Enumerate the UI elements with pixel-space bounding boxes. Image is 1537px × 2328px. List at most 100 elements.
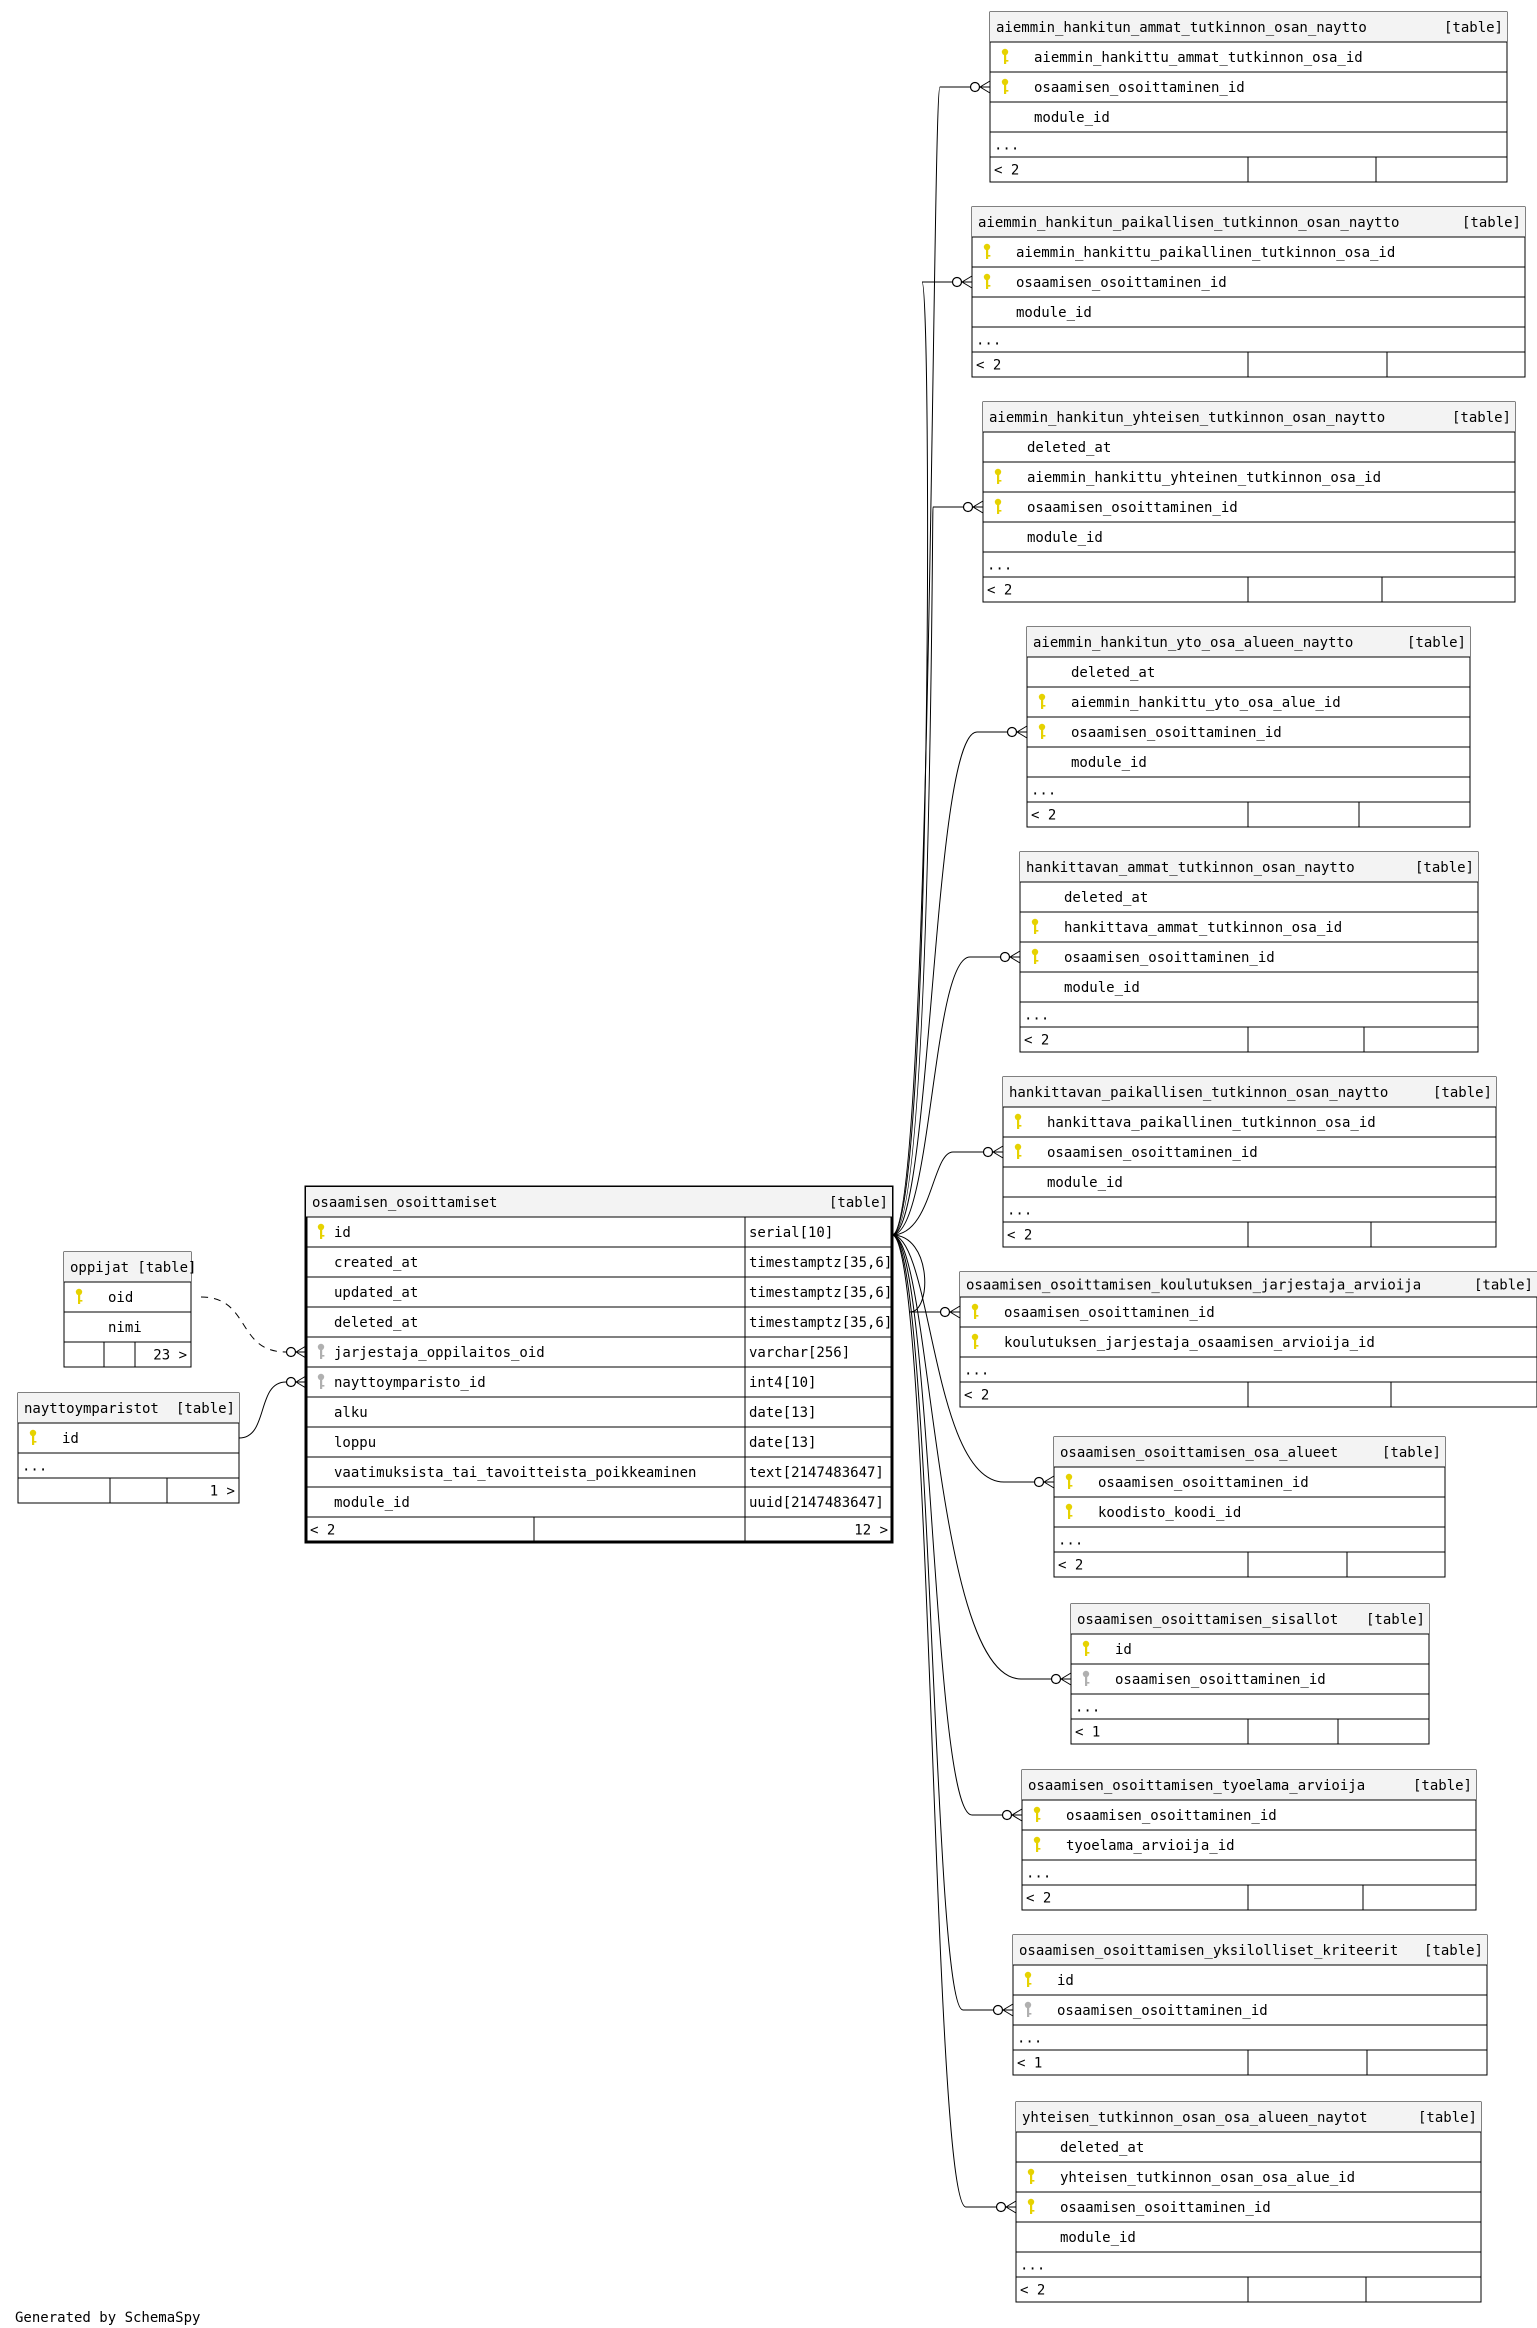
- table-column-row[interactable]: osaamisen_osoittaminen_id: [1033, 1806, 1277, 1824]
- table-column-row[interactable]: deleted_at: [1060, 2140, 1144, 2156]
- relationship-line: [891, 1234, 1051, 1680]
- table-aiemmin_hankitun_yto_osa_alueen_naytto[interactable]: aiemmin_hankitun_yto_osa_alueen_naytto[t…: [1026, 626, 1471, 828]
- table-column-row[interactable]: koulutuksen_jarjestaja_osaamisen_arvioij…: [960, 1326, 1537, 1351]
- table-column-row[interactable]: aiemmin_hankittu_paikallinen_tutkinnon_o…: [983, 243, 1395, 261]
- relationship-line: [891, 86, 970, 1236]
- table-name: osaamisen_osoittamisen_tyoelama_arvioija: [1028, 1778, 1365, 1794]
- zero-or-many-marker: [999, 950, 1021, 964]
- child-count: 1 >: [210, 1484, 235, 1500]
- table-column-row[interactable]: aiemmin_hankittu_ammat_tutkinnon_osa_id: [1001, 48, 1363, 66]
- table-column-row[interactable]: nimi: [64, 1311, 191, 1336]
- primary-key-icon: [1024, 1971, 1032, 1987]
- relationship-line: [891, 1234, 1034, 1483]
- table-type-label: [table]: [1413, 1778, 1472, 1794]
- table-type-label: [table]: [1407, 635, 1466, 651]
- table-yhteisen_tutkinnon_osan_osa_alueen_naytot[interactable]: yhteisen_tutkinnon_osan_osa_alueen_nayto…: [1015, 2101, 1482, 2303]
- relationship-line: [891, 1234, 993, 2011]
- column-name: osaamisen_osoittaminen_id: [1060, 2200, 1271, 2216]
- table-osaamisen_osoittamisen_osa_alueet[interactable]: osaamisen_osoittamisen_osa_alueet[table]…: [1053, 1436, 1446, 1578]
- table-column-row[interactable]: module_id: [1003, 1166, 1496, 1191]
- column-name: osaamisen_osoittaminen_id: [1071, 725, 1282, 741]
- table-osaamisen_osoittamisen_koulutuksen_jarjestaja_arvioija[interactable]: osaamisen_osoittamisen_koulutuksen_jarje…: [959, 1271, 1537, 1408]
- table-column-row[interactable]: osaamisen_osoittaminen_id: [983, 491, 1515, 516]
- table-column-row[interactable]: hankittava_paikallinen_tutkinnon_osa_id: [1014, 1113, 1376, 1131]
- table-column-row[interactable]: module_id: [1027, 746, 1470, 771]
- table-column-row[interactable]: osaamisen_osoittaminen_id: [1020, 941, 1478, 966]
- table-hankittavan_paikallisen_tutkinnon_osan_naytto[interactable]: hankittavan_paikallisen_tutkinnon_osan_n…: [1002, 1076, 1497, 1248]
- table-column-row[interactable]: osaamisen_osoittaminen_id: [1027, 716, 1470, 741]
- relationship-line: [891, 1234, 996, 2208]
- table-osaamisen_osoittamisen_tyoelama_arvioija[interactable]: osaamisen_osoittamisen_tyoelama_arvioija…: [1021, 1769, 1477, 1911]
- table-column-row[interactable]: aiemmin_hankittu_yto_osa_alue_id: [1027, 686, 1470, 711]
- table-column-row[interactable]: osaamisen_osoittaminen_id: [1013, 1994, 1487, 2019]
- table-name: aiemmin_hankitun_ammat_tutkinnon_osan_na…: [996, 20, 1367, 36]
- column-name: osaamisen_osoittaminen_id: [1004, 1305, 1215, 1321]
- table-column-row[interactable]: yhteisen_tutkinnon_osan_osa_alue_id: [1016, 2161, 1481, 2186]
- table-column-row[interactable]: osaamisen_osoittaminen_id: [971, 1303, 1215, 1321]
- table-column-row[interactable]: osaamisen_osoittaminen_id: [1003, 1136, 1496, 1161]
- generated-by-footer: Generated by SchemaSpy: [15, 2310, 200, 2326]
- table-aiemmin_hankitun_yhteisen_tutkinnon_osan_naytto[interactable]: aiemmin_hankitun_yhteisen_tutkinnon_osan…: [982, 401, 1516, 603]
- column-name: aiemmin_hankittu_paikallinen_tutkinnon_o…: [1016, 245, 1395, 261]
- primary-key-icon: [1027, 2168, 1035, 2184]
- table-column-row[interactable]: tyoelama_arvioija_id: [1022, 1829, 1476, 1854]
- table-column-row[interactable]: id: [1082, 1640, 1132, 1658]
- table-column-row[interactable]: module_id: [990, 101, 1507, 126]
- primary-key-icon: [317, 1223, 325, 1239]
- table-osaamisen_osoittamisen_sisallot[interactable]: osaamisen_osoittamisen_sisallot[table]id…: [1070, 1603, 1430, 1745]
- table-column-row[interactable]: id: [1024, 1971, 1074, 1989]
- table-column-row[interactable]: osaamisen_osoittaminen_id: [1016, 2191, 1481, 2216]
- parent-count: < 2: [310, 1523, 335, 1539]
- implied-relationship-line: [200, 1296, 287, 1353]
- table-type-label: [table]: [1366, 1612, 1425, 1628]
- table-column-row[interactable]: module_id: [983, 521, 1515, 546]
- primary-key-icon: [1014, 1143, 1022, 1159]
- table-aiemmin_hankitun_ammat_tutkinnon_osan_naytto[interactable]: aiemmin_hankitun_ammat_tutkinnon_osan_na…: [989, 11, 1508, 183]
- more-columns-ellipsis: ...: [1026, 1866, 1051, 1882]
- parent-count: < 2: [976, 358, 1001, 374]
- primary-key-icon: [1031, 918, 1039, 934]
- table-column-row[interactable]: oid: [75, 1288, 133, 1306]
- table-column-row[interactable]: aiemmin_hankittu_yhteinen_tutkinnon_osa_…: [983, 461, 1515, 486]
- table-name: osaamisen_osoittamiset: [312, 1195, 497, 1211]
- table-column-row[interactable]: osaamisen_osoittaminen_id: [1065, 1473, 1309, 1491]
- more-columns-ellipsis: ...: [987, 558, 1012, 574]
- parent-count: < 2: [1058, 1558, 1083, 1574]
- table-aiemmin_hankitun_paikallisen_tutkinnon_osan_naytto[interactable]: aiemmin_hankitun_paikallisen_tutkinnon_o…: [971, 206, 1526, 378]
- table-name: oppijat [table]: [70, 1260, 196, 1276]
- column-name: module_id: [1016, 305, 1092, 321]
- table-column-row[interactable]: vaatimuksista_tai_tavoitteista_poikkeami…: [306, 1456, 892, 1487]
- table-column-row[interactable]: module_id: [972, 296, 1525, 321]
- table-column-row[interactable]: module_id: [1020, 971, 1478, 996]
- table-column-row[interactable]: deleted_at: [1064, 890, 1148, 906]
- table-hankittavan_ammat_tutkinnon_osan_naytto[interactable]: hankittavan_ammat_tutkinnon_osan_naytto[…: [1019, 851, 1479, 1053]
- table-column-row[interactable]: osaamisen_osoittaminen_id: [990, 71, 1507, 96]
- table-column-row[interactable]: deleted_at: [1071, 665, 1155, 681]
- table-column-row[interactable]: hankittava_ammat_tutkinnon_osa_id: [1020, 911, 1478, 936]
- table-column-row[interactable]: koodisto_koodi_id: [1054, 1496, 1445, 1521]
- table-nayttoymparistot[interactable]: nayttoymparistot[table]id...1 >: [17, 1392, 240, 1504]
- column-name: osaamisen_osoittaminen_id: [1066, 1808, 1277, 1824]
- table-column-row[interactable]: deleted_at: [1027, 440, 1111, 456]
- more-columns-ellipsis: ...: [964, 1363, 989, 1379]
- table-column-row[interactable]: osaamisen_osoittaminen_id: [972, 266, 1525, 291]
- primary-key-icon: [1065, 1473, 1073, 1489]
- zero-or-many-marker: [962, 500, 984, 514]
- table-column-row[interactable]: module_id: [1016, 2221, 1481, 2246]
- table-column-row[interactable]: id: [29, 1429, 79, 1447]
- table-column-row[interactable]: osaamisen_osoittaminen_id: [1071, 1663, 1429, 1688]
- table-type-label: [table]: [1444, 20, 1503, 36]
- table-osaamisen_osoittamisen_yksilolliset_kriteerit[interactable]: osaamisen_osoittamisen_yksilolliset_krit…: [1012, 1934, 1488, 2076]
